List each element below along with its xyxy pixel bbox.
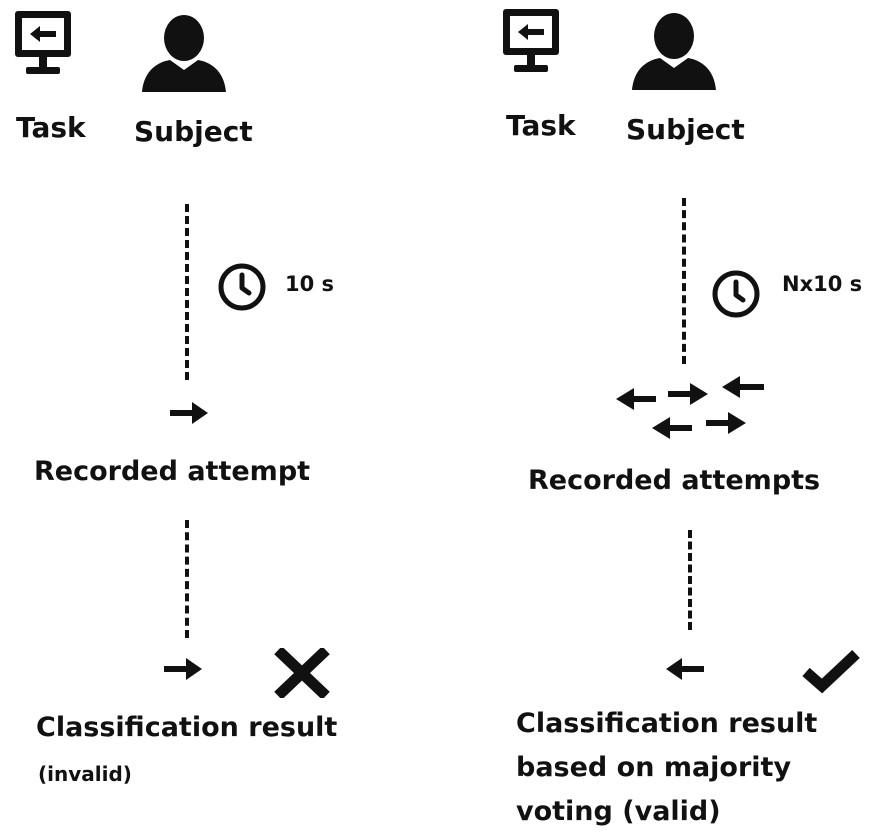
arrow-left-icon [616, 388, 656, 410]
classification-result-label-line3: voting (valid) [516, 796, 721, 827]
timeline-dashed-line [682, 198, 686, 364]
cross-icon [274, 648, 330, 698]
task-label: Task [16, 111, 86, 144]
monitor-icon [500, 6, 562, 78]
clock-icon [216, 261, 268, 313]
recorded-attempt-label: Recorded attempt [34, 456, 311, 487]
classification-result-label-line2: based on majority [516, 752, 792, 783]
arrows-cluster [612, 366, 772, 446]
classification-sublabel: (invalid) [38, 762, 132, 786]
arrow-left-icon [652, 417, 692, 439]
timeline-dashed-line [688, 530, 692, 630]
arrow-right-icon [162, 656, 204, 682]
monitor-icon [12, 8, 74, 80]
arrow-left-icon [664, 656, 708, 682]
classification-result-label: Classification result [36, 712, 338, 743]
person-icon [140, 14, 228, 92]
check-icon [802, 648, 860, 694]
arrow-left-icon [722, 376, 764, 398]
person-icon [630, 12, 718, 90]
duration-label: 10 s [285, 272, 335, 296]
recorded-attempts-label: Recorded attempts [528, 465, 821, 496]
timeline-dashed-line [185, 520, 189, 638]
subject-label: Subject [134, 115, 253, 148]
classification-result-label: Classification result [516, 708, 818, 739]
arrow-right-icon [668, 383, 708, 405]
clock-icon [710, 268, 762, 320]
timeline-dashed-line [185, 204, 189, 380]
subject-label: Subject [626, 113, 745, 146]
arrow-right-icon [706, 412, 746, 434]
arrow-right-icon [168, 400, 210, 426]
duration-label: Nx10 s [782, 272, 863, 296]
task-label: Task [506, 109, 576, 142]
